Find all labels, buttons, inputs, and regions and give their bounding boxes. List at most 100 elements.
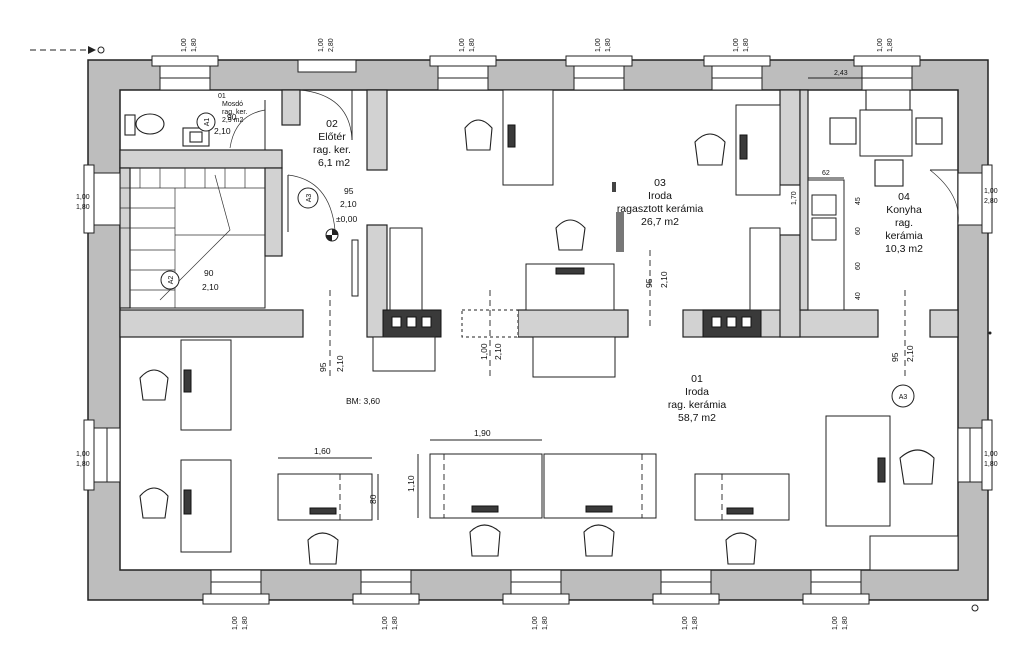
room-label-02: 02 Előtér rag. ker. 6,1 m2 xyxy=(313,118,351,169)
svg-text:60: 60 xyxy=(855,262,862,270)
win-dim-7: 1,00 xyxy=(232,616,239,630)
office-03-furniture xyxy=(372,89,781,378)
svg-text:45: 45 xyxy=(855,197,862,205)
win-dim-4b: 1,80 xyxy=(605,38,612,52)
wc-area: 2,9 m2 xyxy=(222,117,244,124)
win-dim-7b: 1,80 xyxy=(242,616,249,630)
room-label-04: 04 Konyha rag. kerámia 10,3 m2 xyxy=(885,191,923,255)
win-dim-6b: 1,80 xyxy=(887,38,894,52)
win-dim-12: 1,00 xyxy=(76,451,90,458)
wc-floor: rag. ker. xyxy=(222,109,247,116)
svg-text:A3: A3 xyxy=(306,194,313,203)
office-01-furniture xyxy=(139,339,959,571)
win-dim-5: 1,00 xyxy=(733,38,740,52)
windows xyxy=(83,55,993,605)
chimney-left xyxy=(382,309,442,338)
staircase xyxy=(119,167,266,309)
door-tag-a3-office: A3 xyxy=(891,384,915,408)
room-03-area: 26,7 m2 xyxy=(641,216,679,228)
svg-text:2,10: 2,10 xyxy=(659,271,669,288)
win-dim-15: 1,00 xyxy=(984,188,998,195)
svg-text:95: 95 xyxy=(890,352,900,362)
win-dim-5b: 1,80 xyxy=(743,38,750,52)
win-dim-2: 1,00 xyxy=(318,38,325,52)
svg-text:A2: A2 xyxy=(168,276,175,285)
room-04-area: 10,3 m2 xyxy=(885,243,923,255)
room-02-number: 02 xyxy=(326,118,338,130)
room-03-floor: ragasztott kerámia xyxy=(617,203,704,215)
room-04-floor: rag. xyxy=(895,217,913,229)
win-dim-11: 1,00 xyxy=(832,616,839,630)
svg-text:90: 90 xyxy=(227,112,237,122)
win-dim-1b: 1,80 xyxy=(191,38,198,52)
svg-text:2,10: 2,10 xyxy=(214,126,231,136)
svg-text:95: 95 xyxy=(644,278,654,288)
svg-text:2,10: 2,10 xyxy=(340,199,357,209)
door-dimensions: 95 2,10 90 2,10 90 2,10 95 2,10 1,00 2,1… xyxy=(202,112,915,372)
svg-text:1,60: 1,60 xyxy=(314,446,331,456)
svg-text:A3: A3 xyxy=(899,394,908,401)
level-text: ±0,00 xyxy=(336,214,357,224)
wc-name: Mosdó xyxy=(222,101,243,108)
svg-text:2,43: 2,43 xyxy=(834,70,848,77)
room-03-name: Iroda xyxy=(648,190,672,202)
svg-text:80: 80 xyxy=(368,494,378,504)
window-dimension-stamps: 1,00 1,80 1,00 2,80 1,00 1,80 1,00 1,80 … xyxy=(76,38,998,630)
win-dim-14b: 1,80 xyxy=(984,461,998,468)
doors xyxy=(229,89,959,297)
dimension-lines xyxy=(278,77,906,520)
room-02-floor: rag. ker. xyxy=(313,144,351,156)
svg-text:62: 62 xyxy=(822,170,830,177)
room-label-wc: 01 Mosdó rag. ker. 2,9 m2 xyxy=(218,93,247,124)
door-tag-a2: A2 xyxy=(160,270,180,290)
room-04-number: 04 xyxy=(898,191,910,203)
svg-text:60: 60 xyxy=(855,227,862,235)
room-01-number: 01 xyxy=(691,373,703,385)
ceiling-height-label: BM: 3,60 xyxy=(346,396,380,406)
room-label-03: 03 Iroda ragasztott kerámia 26,7 m2 xyxy=(617,177,704,228)
room-01-area: 58,7 m2 xyxy=(678,412,716,424)
svg-text:2,10: 2,10 xyxy=(905,345,915,362)
win-dim-2b: 2,80 xyxy=(328,38,335,52)
win-dim-4: 1,00 xyxy=(595,38,602,52)
chimney-right xyxy=(702,309,762,338)
level-marker: ±0,00 xyxy=(325,214,357,242)
svg-text:1,00: 1,00 xyxy=(479,343,489,360)
svg-text:40: 40 xyxy=(855,292,862,300)
win-dim-1: 1,00 xyxy=(181,38,188,52)
room-01-floor: rag. kerámia xyxy=(668,399,727,411)
room-04-floor2: kerámia xyxy=(885,230,923,242)
win-dim-9: 1,00 xyxy=(532,616,539,630)
wc-number: 01 xyxy=(218,93,226,100)
win-dim-8: 1,00 xyxy=(382,616,389,630)
svg-text:1,90: 1,90 xyxy=(474,428,491,438)
win-dim-9b: 1,80 xyxy=(542,616,549,630)
win-dim-3: 1,00 xyxy=(459,38,466,52)
win-dim-11b: 1,80 xyxy=(842,616,849,630)
room-02-name: Előtér xyxy=(318,131,346,143)
svg-text:90: 90 xyxy=(204,268,214,278)
svg-text:95: 95 xyxy=(318,362,328,372)
win-dim-6: 1,00 xyxy=(877,38,884,52)
win-dim-13b: 1,80 xyxy=(76,204,90,211)
win-dim-8b: 1,80 xyxy=(392,616,399,630)
wc-fixtures xyxy=(124,113,210,147)
room-label-01: 01 Iroda rag. kerámia 58,7 m2 xyxy=(668,373,727,424)
svg-text:2,10: 2,10 xyxy=(335,355,345,372)
win-dim-12b: 1,80 xyxy=(76,461,90,468)
svg-text:1,70: 1,70 xyxy=(791,191,798,205)
svg-text:2,10: 2,10 xyxy=(202,282,219,292)
room-02-area: 6,1 m2 xyxy=(318,157,350,169)
win-dim-10: 1,00 xyxy=(682,616,689,630)
room-04-name: Konyha xyxy=(886,204,922,216)
door-tag-a3-entry: A3 xyxy=(297,187,319,209)
kitchen-furniture xyxy=(807,89,943,311)
svg-text:1,10: 1,10 xyxy=(406,475,416,492)
room-03-number: 03 xyxy=(654,177,666,189)
furniture-dimensions: 1,60 1,90 1,10 80 2,43 62 1,70 45 60 60 … xyxy=(314,70,862,504)
win-dim-14: 1,00 xyxy=(984,451,998,458)
win-dim-3b: 1,80 xyxy=(469,38,476,52)
svg-text:2,10: 2,10 xyxy=(493,343,503,360)
svg-text:A1: A1 xyxy=(204,118,211,127)
